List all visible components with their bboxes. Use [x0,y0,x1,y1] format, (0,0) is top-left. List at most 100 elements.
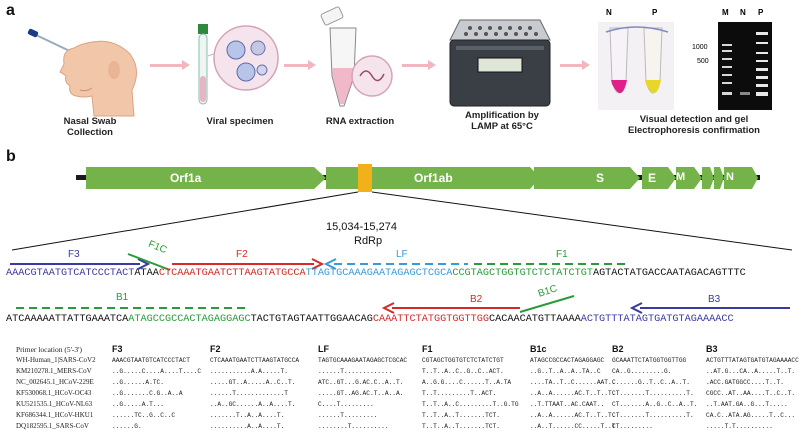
alignment-cell: CT.......A..G..C..A..T. [612,401,698,408]
alignment-cell: ..T.AAT.GA..G...T..... [706,401,788,408]
sequence-segment: CTCAAATGAATCTTAAGTATGCCA [158,268,306,279]
row-label: NC_002645.1_HCoV-229E [16,378,94,386]
alignment-cell: ......TC..G..C..C [112,412,176,419]
flow-arrow-4 [560,64,584,67]
alignment-cell: ...........A.A.....T. [210,368,288,375]
step-rna-extraction-label: RNA extraction [325,116,395,127]
rna-extraction-illustration [320,6,393,107]
alignment-cell: CA.C..ATA.AG.....T..C... [706,412,796,419]
alignment-cell: T..T.........T..ACT. [422,390,497,397]
alignment-cell: CT.......T..........T. [612,390,694,397]
row-label: KU521535.1_HCoV-NL63 [16,400,93,408]
primer-label-b1: B1 [116,292,129,303]
gel-bands [722,32,768,96]
column-header: B1c [530,344,547,354]
step-nasal-swab-label: Nasal Swab Collection [63,116,117,138]
column-header: B3 [706,344,718,354]
alignment-cell: ......T............. [318,368,393,375]
step-viral-specimen-label: Viral specimen [206,116,274,127]
gene-m: M [676,171,686,183]
sequence-bottom-strand: ATCAAAAATTATTGAAATCAATAGCCGCCACTAGAGGAGC… [6,314,734,325]
alignment-cell: T..T..A..C.........T..G.TG [422,401,519,408]
region-coordinates: 15,034-15,274 [326,221,397,233]
row-label: DQ182595.1_SARS-CoV [16,422,89,430]
sequence-segment: TACTGTAGTAATTGGAACAG [250,314,373,325]
gene-s: S [596,171,605,185]
column-header: F1 [422,344,433,354]
alignment-cell: C......G..T..C..A..T. [612,379,690,386]
flow-arrow-2 [284,64,310,67]
lamp-instrument-illustration [449,19,551,107]
sequence-segment: CAAATTCTATGGTGGTTGG [372,314,490,325]
alignment-cell: ..A..A......AC.T..T..T. [530,412,616,419]
flow-arrow-1 [150,64,184,67]
alignment-cell: .....T.T.......... [706,423,773,430]
alignment-cell: ..A..T......CC.....T..T [530,423,616,430]
primer-label-b2: B2 [470,294,483,305]
alignment-cell: ..AT.G...CA..A.....T..T. [706,368,796,375]
arrow-head-icon [182,60,190,70]
alignment-cell: .....GT..AG.AC.T..A..A. [318,390,404,397]
viral-specimen-illustration [198,24,279,105]
alignment-cell: C....T......... [318,401,374,408]
row-label: KF686344.1_HCoV-HKU1 [16,411,94,419]
sequence-segment: ATCAAAAATTATTGAAATCA [6,314,129,325]
sequence-segment: ACTGTTTATAGTGATGTAGAAAACC [580,314,734,325]
sequence-segment: CACAACATGTTAAAA [489,314,581,325]
region-name: RdRp [354,235,383,247]
alignment-row-headers: Primer location (5'-3') WH-Human_1|SARS-… [16,344,126,432]
arrow-head-icon [308,60,316,70]
alignment-cell: ..G.....C....A....T....C [112,368,202,375]
alignment-cell: CT.......T..........T. [612,412,694,419]
alignment-cell: ......T.............T [210,390,288,397]
alignment-cell: ....TA..T..C......AAT.. [530,379,616,386]
tube-label-n: N [606,8,612,17]
alignment-cell: ..G......A.TC. [112,379,164,386]
row-label: KM210278.1_MERS-CoV [16,367,92,375]
step-lamp-label: Amplification by LAMP at 65°C [465,110,539,132]
tubes-illustration [605,26,669,94]
alignment-cell: ATC..GT...G.AC.C..A..T. [318,379,404,386]
primer-arrows [10,253,790,314]
alignment-cell: CGCC..AT..AA....T..C..T. [706,390,796,397]
sequence-segment: ATAGCCGCCACTAGAGGAGC [128,314,251,325]
alignment-cell: ..G.......C.G..A..A [112,390,183,397]
alignment-cell: ATAGCCGCCACTAGAGGAGC [530,357,605,364]
alignment-cell: ..........A..A....T. [210,423,285,430]
alignment-cell: ........T.......... [318,423,389,430]
gel-ladder-500: 500 [697,58,709,65]
alignment-cell: ..G..T..A..A..TA..C [530,368,601,375]
gene-orf1a: Orf1a [170,171,202,185]
gel-label-n: N [740,8,746,17]
alignment-cell: GCAAATTCTATGGTGGTTGG [612,357,687,364]
sequence-segment: TTAGTGCAAAGAATAGAGCTCGCA [305,268,453,279]
alignment-cell: .....GT..A.....A..C..T. [210,379,296,386]
gene-n: N [726,171,734,183]
alignment-cell: .......T..A..A....T. [210,412,285,419]
arrow-head-icon [582,60,590,70]
alignment-cell: ACTGTTTATAGTGATGTAGAAAACC [706,357,799,364]
primer-label-f2: F2 [236,249,248,260]
alignment-cell: A..G.G....C......T..A.TA [422,379,512,386]
gel-label-p: P [758,8,764,17]
gel-label-m: M [722,8,729,17]
primer-label-f3: F3 [68,249,80,260]
alignment-cell: CT......... [612,423,653,430]
alignment-cell: .ACC.GATGGCC....T..T. [706,379,784,386]
row-label: KF530068.1_HCoV-OC43 [16,389,92,397]
primer-label-lf: LF [396,249,408,260]
alignment-cell: ..A..GC......A..A....T. [210,401,296,408]
alignment-cell: T..T..A..C..G..C..ACT. [422,368,504,375]
alignment-cell: ..T.TTAAT..AC.CAAT.. [530,401,605,408]
arrow-head-icon [428,60,436,70]
alignment-cell: ......G. [112,423,142,430]
sequence-segment: AGTACTATGACCAATAGACAGTTTC [592,268,746,279]
alignment-cell: ..A..A......AC.T..T..T. [530,390,616,397]
column-header: F3 [112,344,123,354]
sequence-segment: CCGTAGCTGGTGTCTCTATCTGT [452,268,593,279]
